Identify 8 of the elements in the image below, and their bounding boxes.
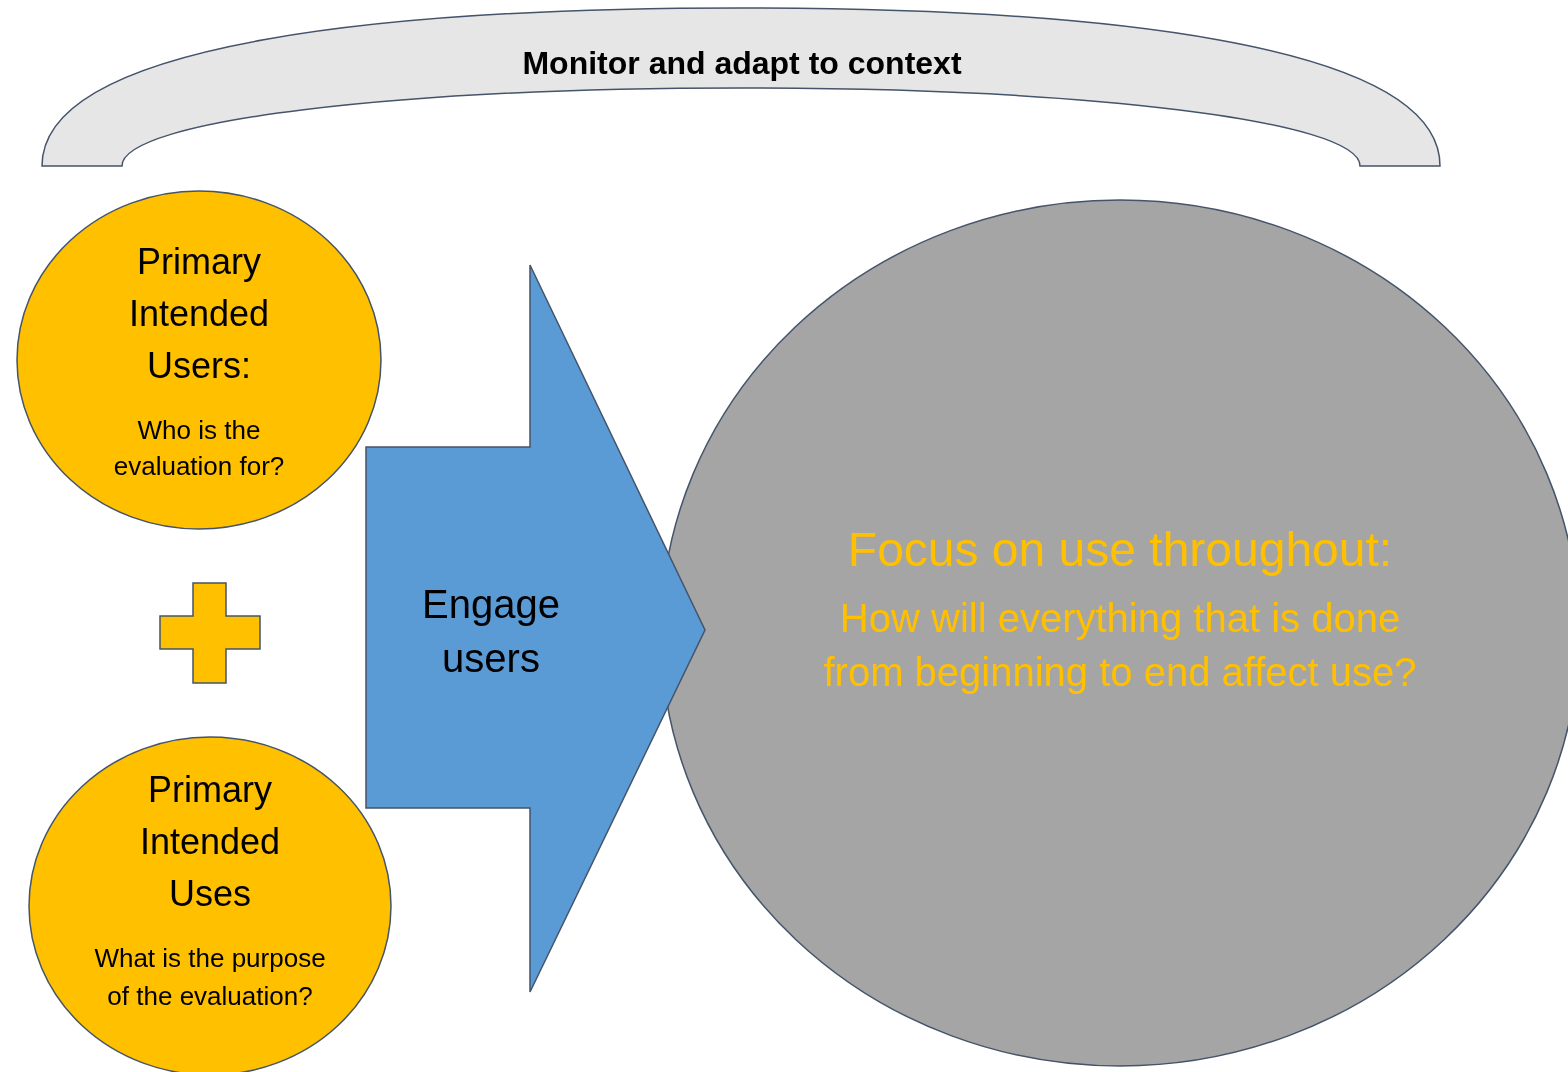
circle-question: Who is the evaluation for? xyxy=(112,414,286,484)
ellipse-heading: Focus on use throughout: xyxy=(846,522,1394,578)
band-title: Monitor and adapt to context xyxy=(521,44,963,83)
circle-question: What is the purpose of the evaluation? xyxy=(93,942,327,1013)
circle-heading: Primary Intended Users: xyxy=(127,240,271,389)
circle-heading: Primary Intended Uses xyxy=(138,768,282,917)
arrow-label: Engage users xyxy=(421,581,561,682)
ellipse-question: How will everything that is done from beginning to end affect use? xyxy=(822,595,1418,696)
